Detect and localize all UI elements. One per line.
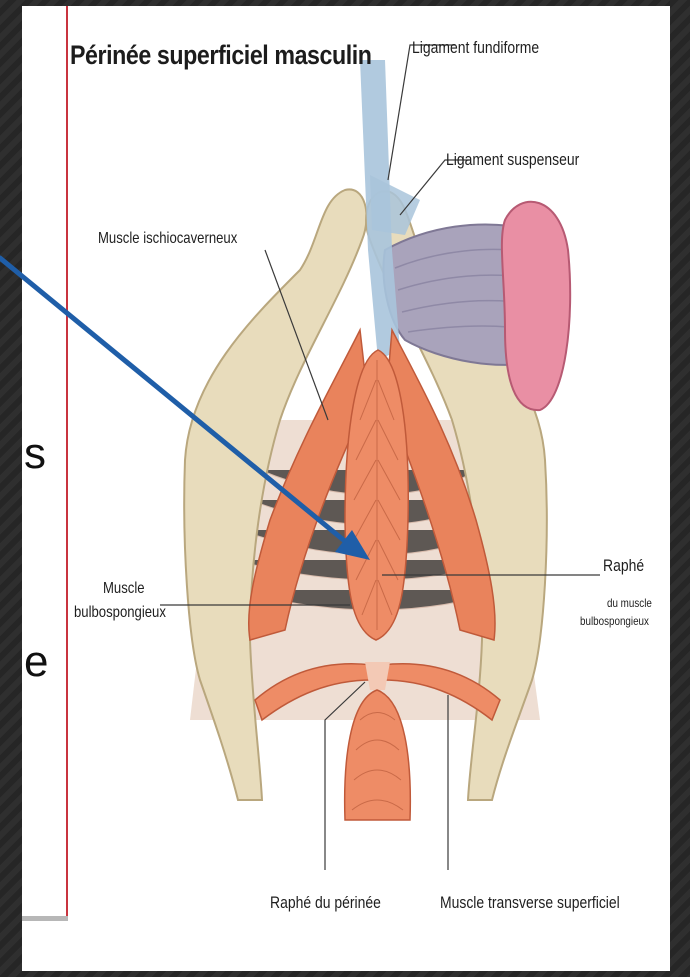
label-raphe-muscle-line1: Raphé xyxy=(603,556,644,576)
label-ligament-suspenseur: Ligament suspenseur xyxy=(446,150,579,170)
label-raphe-perinee: Raphé du périnée xyxy=(270,893,381,913)
label-muscle-ischiocaverneux: Muscle ischiocaverneux xyxy=(98,230,237,248)
label-raphe-muscle-line3: bulbospongieux xyxy=(580,614,649,628)
fundiform-ligament xyxy=(370,175,420,235)
label-raphe-muscle-line2: du muscle xyxy=(607,596,652,610)
diagram-title: Périnée superficiel masculin xyxy=(70,40,372,71)
label-muscle-transverse-superficiel: Muscle transverse superficiel xyxy=(440,893,620,913)
label-muscle-bulbospongieux-line1: Muscle xyxy=(103,580,145,598)
label-ligament-fundiforme: Ligament fundiforme xyxy=(412,38,539,58)
glans xyxy=(502,202,570,410)
label-muscle-bulbospongieux-line2: bulbospongieux xyxy=(74,604,166,622)
